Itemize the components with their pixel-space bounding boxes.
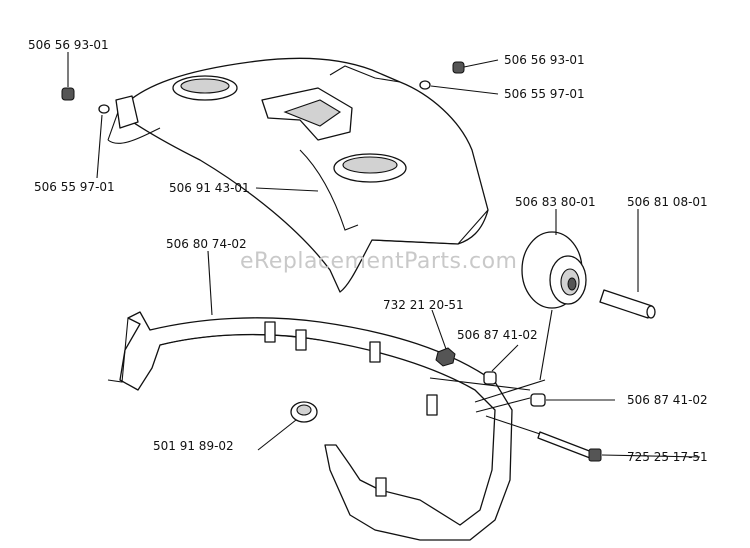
bolt [537, 431, 602, 462]
label-spacer-right: 506 87 41-02 [627, 393, 708, 407]
wheel [521, 231, 587, 309]
shroud-cover [107, 57, 489, 293]
label-washer-right: 506 55 97-01 [504, 87, 585, 101]
label-screw-right: 506 56 93-01 [504, 53, 585, 67]
spacer-upper [483, 371, 497, 385]
frame-bracket-1 [264, 321, 276, 343]
label-nut: 732 21 20-51 [383, 298, 464, 312]
label-bolt: 725 25 17-51 [627, 450, 708, 464]
axle [599, 289, 656, 319]
label-spacer-upper: 506 87 41-02 [457, 328, 538, 342]
label-shroud: 506 91 43-01 [169, 181, 250, 195]
grip-bushing [290, 401, 318, 423]
label-wheel: 506 83 80-01 [515, 195, 596, 209]
frame-bracket-2 [295, 329, 307, 351]
spacer-right [530, 393, 546, 407]
screw-right [452, 61, 465, 74]
frame-bumper [107, 311, 513, 541]
label-washer-left: 506 55 97-01 [34, 180, 115, 194]
washer-left [98, 104, 110, 114]
leader-lines [67, 52, 701, 458]
label-frame: 506 80 74-02 [166, 237, 247, 251]
assembly-lines [429, 309, 553, 435]
screw-left [61, 87, 75, 101]
label-grip: 501 91 89-02 [153, 439, 234, 453]
nut [435, 347, 456, 367]
frame-bracket-4 [426, 394, 438, 416]
label-screw-left: 506 56 93-01 [28, 38, 109, 52]
washer-right [419, 80, 431, 90]
frame-bracket-3 [369, 341, 381, 363]
frame-bracket-5 [375, 477, 387, 497]
label-axle: 506 81 08-01 [627, 195, 708, 209]
watermark-text: eReplacementParts.com [240, 249, 517, 274]
